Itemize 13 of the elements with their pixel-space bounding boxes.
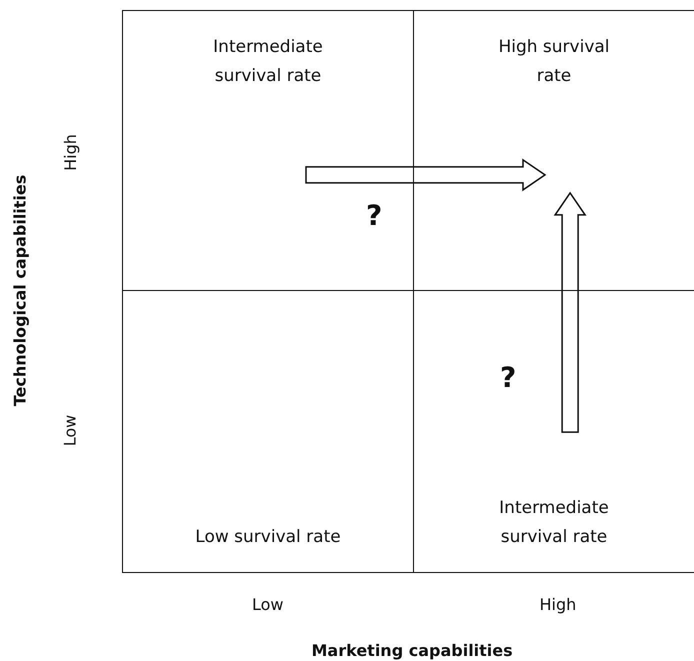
quadrant-text: Low survival rate bbox=[194, 526, 342, 549]
axis-tick-label: Low bbox=[252, 594, 284, 614]
quadrant-cell bbox=[122, 290, 414, 573]
quadrant-text: Intermediate survival rate bbox=[212, 36, 324, 88]
axis-tick-label: Low bbox=[60, 414, 80, 446]
axis-tick-label: High bbox=[60, 134, 80, 170]
quadrant-text: Intermediate survival rate bbox=[498, 497, 610, 549]
axis-title: Marketing capabilities bbox=[312, 640, 513, 660]
quadrant-text: High survival rate bbox=[497, 36, 611, 88]
block-arrow bbox=[554, 192, 587, 433]
axis-title: Technological capabilities bbox=[10, 174, 30, 406]
axis-tick-label: High bbox=[540, 594, 576, 614]
block-arrow bbox=[305, 158, 546, 192]
